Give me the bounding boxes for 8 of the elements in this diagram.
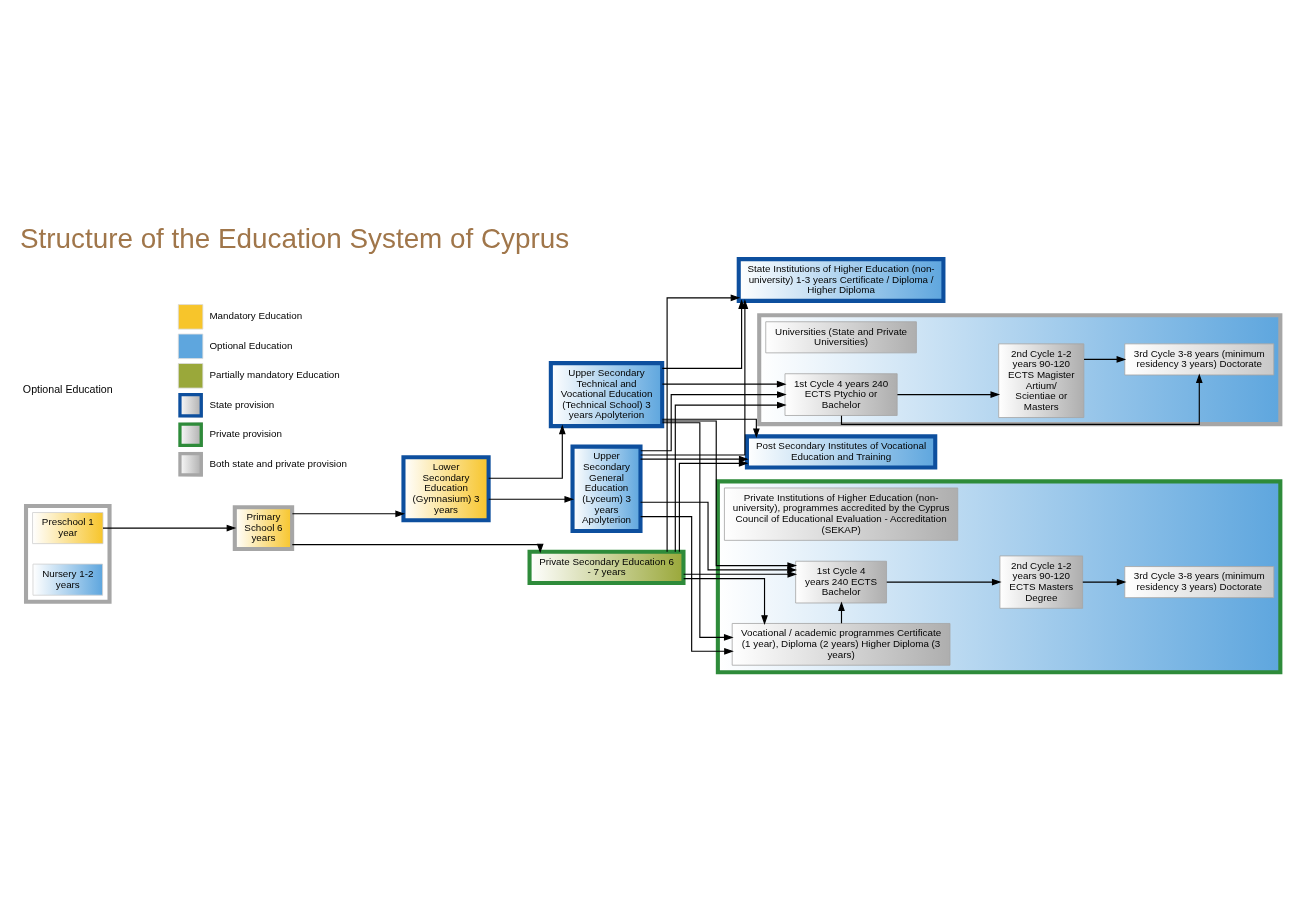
legend-label: Private provision bbox=[209, 428, 282, 440]
label: Optional Education bbox=[22, 383, 113, 396]
legend-label: Partially mandatory Education bbox=[209, 369, 340, 381]
legend-label: Mandatory Education bbox=[209, 310, 303, 322]
diagram-title: Structure of the Education System of Cyprus bbox=[20, 222, 570, 254]
legend-label: Optional Education bbox=[209, 339, 293, 351]
legend-label: Both state and private provision bbox=[209, 457, 347, 469]
legend-label: State provision bbox=[209, 398, 275, 410]
